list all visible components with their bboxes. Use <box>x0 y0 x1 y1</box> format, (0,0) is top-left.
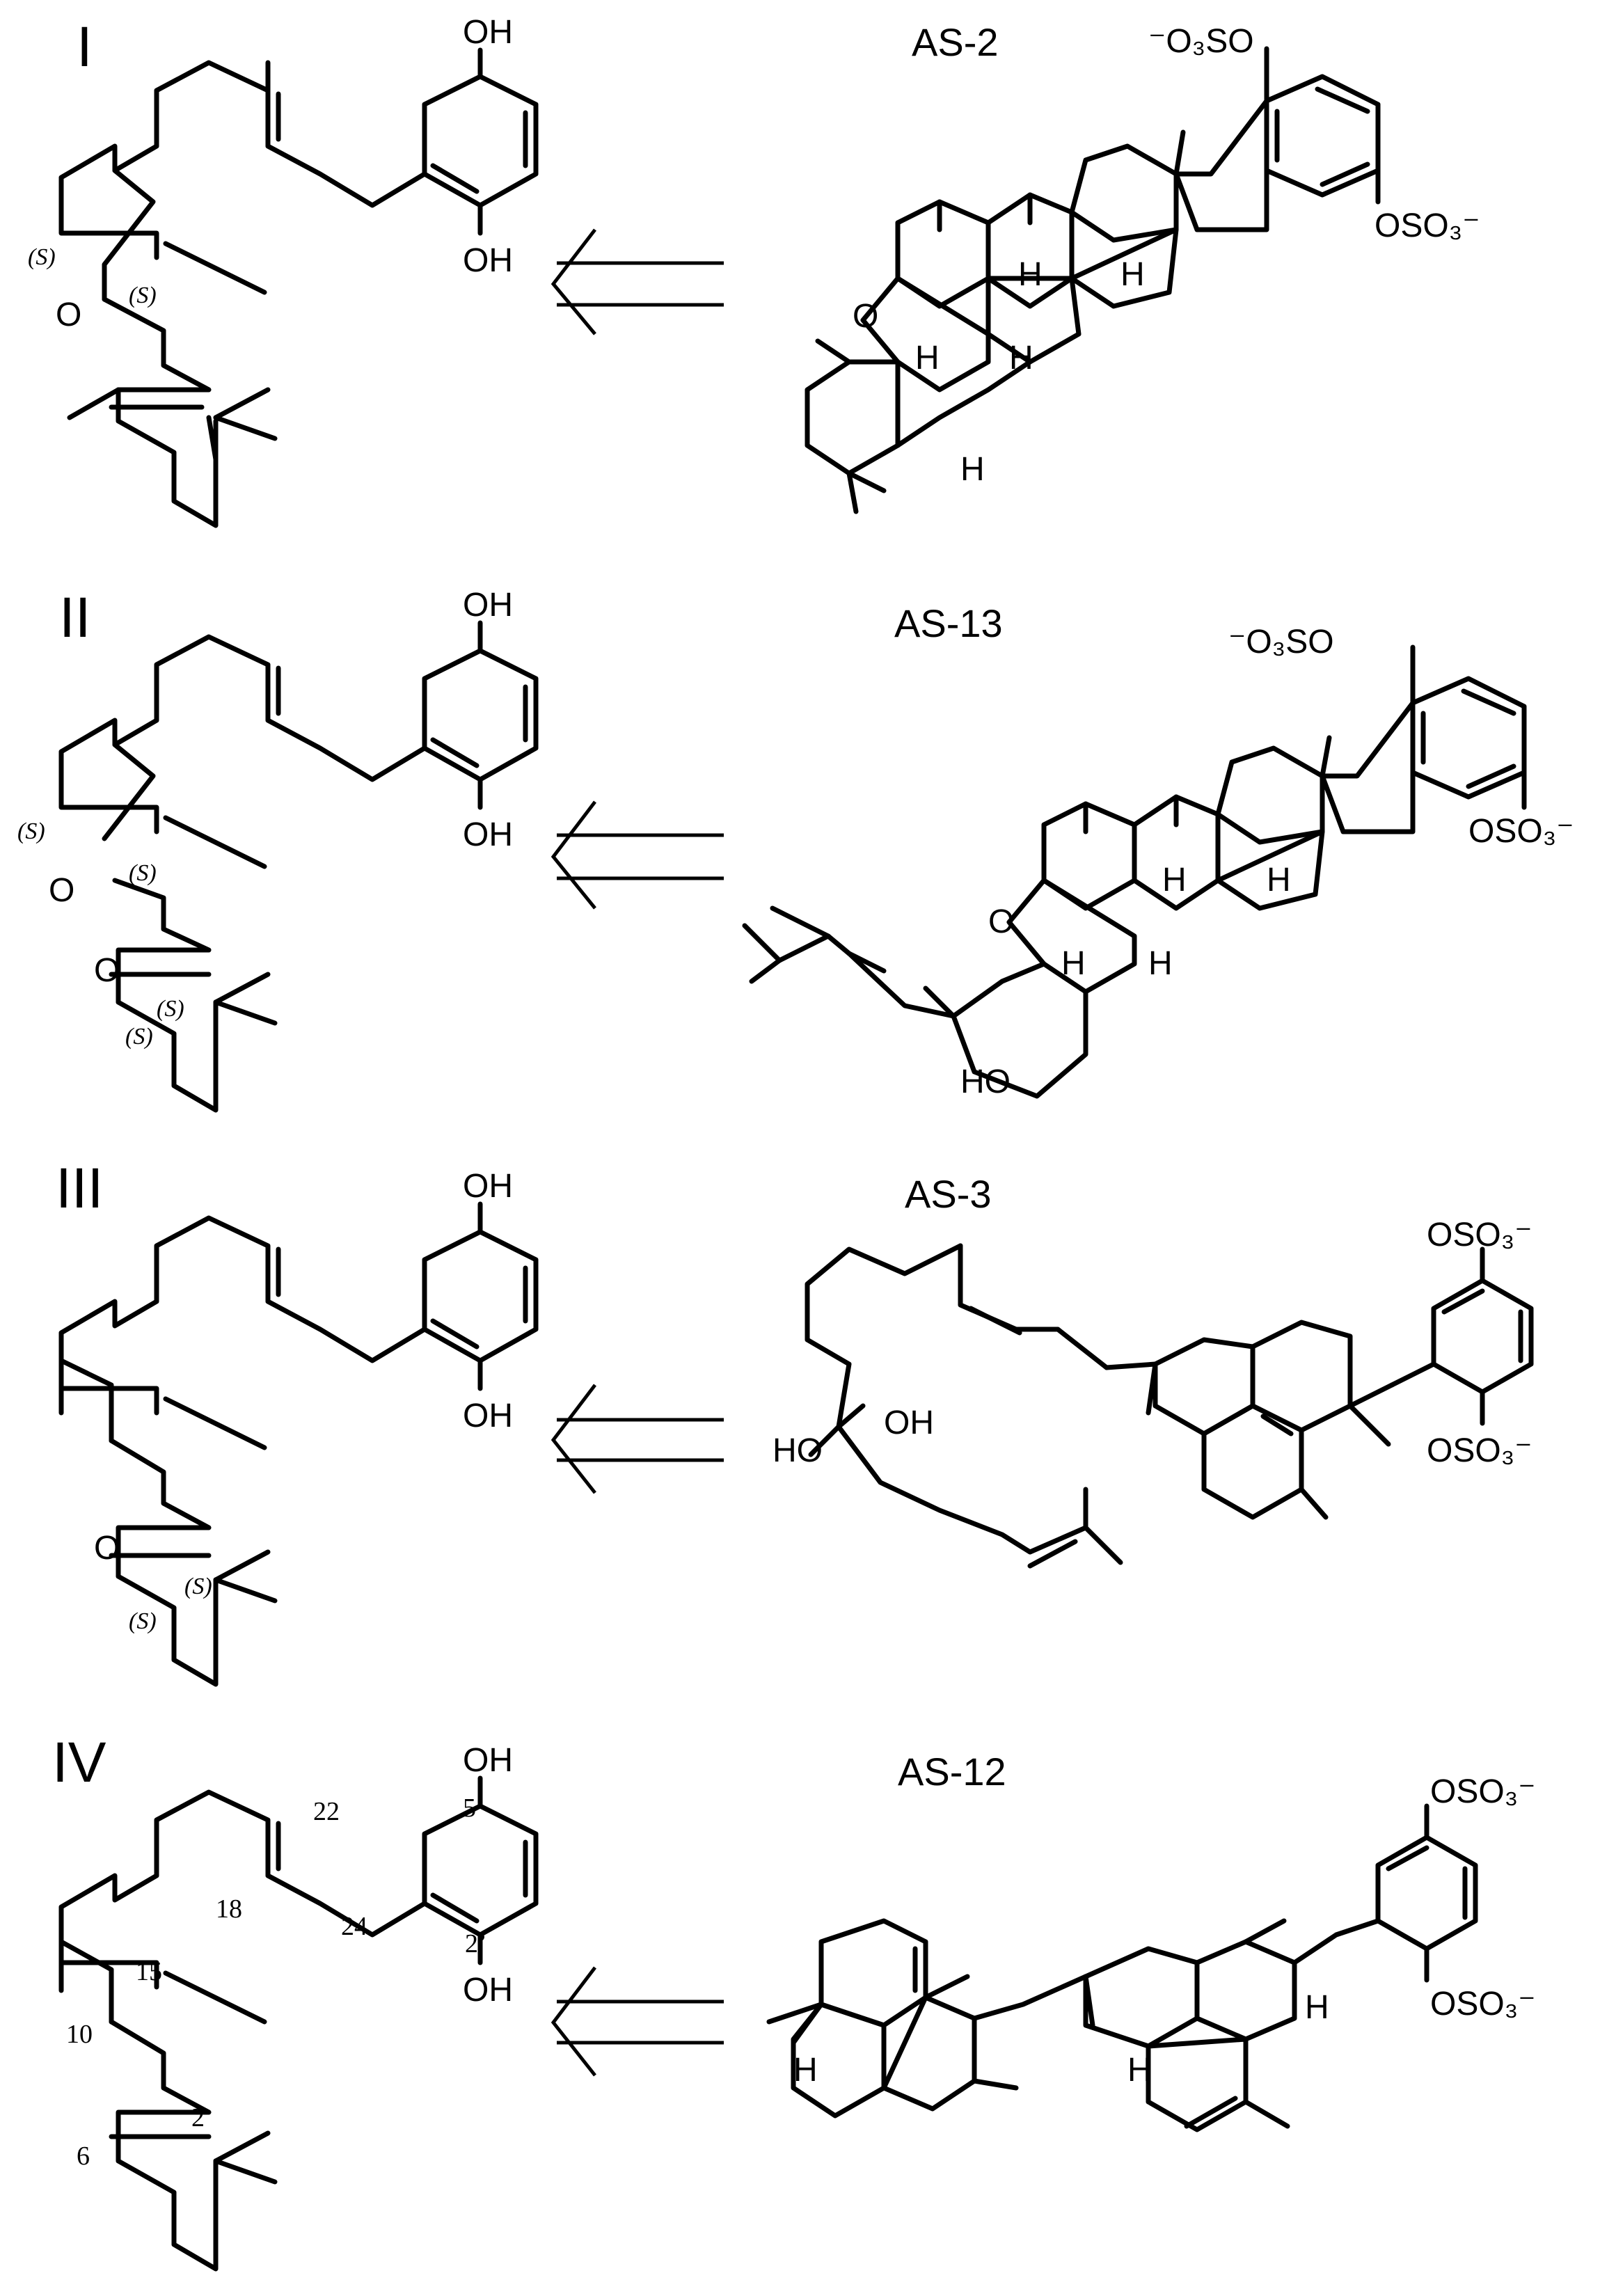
precursor-2-stereo-d: (S) <box>125 1024 153 1050</box>
locant-22: 22 <box>313 1797 340 1826</box>
row-2: II AS-13 OH OH O O (S) (S) (S) (S) <box>17 586 1574 1113</box>
precursor-3-oh-top: OH <box>463 1168 513 1205</box>
precursor-2-epoxide-o-2: O <box>94 952 120 989</box>
precursor-4-structure <box>58 1775 539 2272</box>
row-label-3: III <box>56 1157 103 1220</box>
precursor-1-oh-bottom: OH <box>463 242 513 279</box>
precursor-4-oh-bottom: OH <box>463 1972 513 2009</box>
product-2-h-a: H <box>1162 862 1187 898</box>
precursor-1-structure <box>58 47 539 528</box>
row-label-2: II <box>59 586 91 649</box>
compound-name-4: AS-12 <box>898 1750 1006 1794</box>
product-2-h-b: H <box>1267 862 1291 898</box>
reaction-arrow-4 <box>550 1966 724 2077</box>
product-2-sulfate-right: OSO₃⁻ <box>1468 813 1574 850</box>
product-4-sulfate-bottom: OSO₃⁻ <box>1430 1986 1536 2022</box>
precursor-3-epoxide-o: O <box>94 1530 120 1567</box>
product-1-h-d: H <box>1009 340 1033 377</box>
row-1: I AS-2 OH OH O (S) (S) <box>28 14 1480 528</box>
product-4-h-c: H <box>1305 1989 1329 2026</box>
product-4-h-a: H <box>793 2052 818 2089</box>
locant-6: 6 <box>77 2141 90 2171</box>
precursor-3-oh-bottom: OH <box>463 1398 513 1434</box>
product-1-sulfate-right: OSO₃⁻ <box>1375 207 1480 244</box>
product-3-sulfate-top: OSO₃⁻ <box>1427 1217 1532 1253</box>
product-2-sulfate-top: ⁻O₃SO <box>1228 624 1334 660</box>
precursor-4-oh-top: OH <box>463 1742 513 1779</box>
row-3: III AS-3 OH OH O (S) (S) <box>56 1157 1534 1687</box>
product-4-h-b: H <box>1127 2052 1152 2089</box>
product-3-structure <box>805 1243 1534 1569</box>
precursor-1-epoxide-o: O <box>56 296 81 333</box>
precursor-2-stereo-a: (S) <box>17 818 45 844</box>
product-3-ho: HO <box>773 1432 823 1469</box>
product-3-sulfate-bottom: OSO₃⁻ <box>1427 1432 1532 1469</box>
precursor-2-epoxide-o-1: O <box>49 872 74 909</box>
precursor-1-stereo-a: (S) <box>28 244 56 270</box>
precursor-3-stereo-b: (S) <box>129 1608 157 1634</box>
precursor-3-structure <box>58 1201 539 1687</box>
product-1-h-b: H <box>1120 256 1145 293</box>
reaction-arrow-2 <box>550 800 724 910</box>
row-label-4: IV <box>52 1731 106 1794</box>
compound-name-3: AS-3 <box>905 1172 992 1216</box>
precursor-2-structure <box>58 620 539 1113</box>
product-2-h-d: H <box>1148 945 1173 982</box>
product-4-structure <box>766 1803 1478 2132</box>
product-2-ring-o: O <box>988 903 1014 940</box>
reaction-arrow-1 <box>550 228 724 335</box>
product-1-h-e: H <box>960 451 985 488</box>
locant-18: 18 <box>216 1894 242 1924</box>
precursor-2-stereo-b: (S) <box>129 860 157 886</box>
product-2-ho: HO <box>960 1063 1011 1100</box>
product-1-h-c: H <box>915 340 940 377</box>
compound-name-1: AS-2 <box>912 20 999 64</box>
locant-24: 24 <box>341 1912 367 1941</box>
product-1-h-a: H <box>1018 256 1043 293</box>
row-label-1: I <box>77 15 93 79</box>
precursor-3-stereo-a: (S) <box>184 1574 212 1599</box>
row-4: IV AS-12 OH OH 5’ 22 18 24 2’ 15 10 2 6 <box>52 1731 1536 2272</box>
product-4-sulfate-top: OSO₃⁻ <box>1430 1773 1536 1810</box>
product-1-structure <box>805 46 1381 514</box>
locant-2: 2 <box>191 2103 205 2132</box>
locant-15: 15 <box>136 1957 162 1986</box>
product-2-structure <box>742 644 1527 1099</box>
reaction-arrow-3 <box>550 1384 724 1494</box>
locant-5-prime: 5’ <box>463 1794 485 1823</box>
locant-2-prime: 2’ <box>465 1929 487 1958</box>
precursor-2-stereo-c: (S) <box>157 996 184 1022</box>
precursor-2-oh-top: OH <box>463 587 513 624</box>
precursor-2-oh-bottom: OH <box>463 816 513 853</box>
compound-name-2: AS-13 <box>894 601 1003 645</box>
precursor-1-oh-top: OH <box>463 14 513 51</box>
product-1-ring-o: O <box>853 298 878 335</box>
precursor-1-stereo-b: (S) <box>129 283 157 308</box>
locant-10: 10 <box>66 2020 93 2049</box>
product-3-oh: OH <box>884 1404 934 1441</box>
product-2-h-c: H <box>1061 945 1086 982</box>
product-1-sulfate-top: ⁻O₃SO <box>1148 23 1254 60</box>
